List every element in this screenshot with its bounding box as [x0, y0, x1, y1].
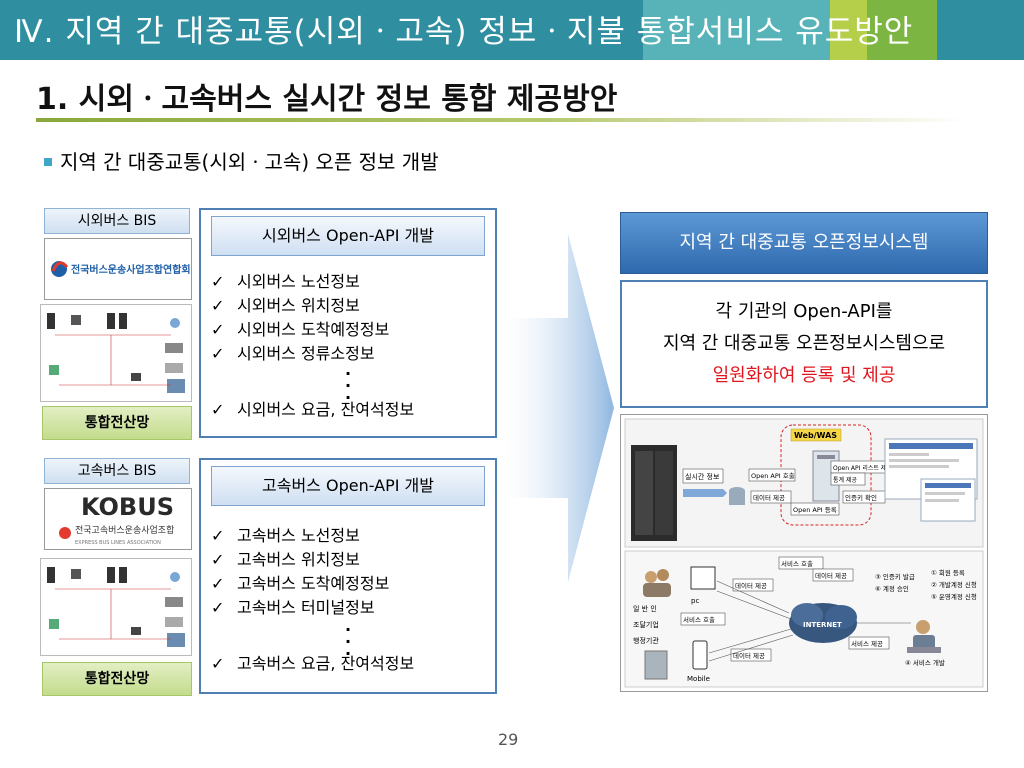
ellipsis-vertical-icon: ···	[345, 364, 352, 407]
diag-pc: pc	[691, 597, 699, 605]
diag-internet: INTERNET	[803, 621, 842, 629]
system-desc-line2: 지역 간 대중교통 오픈정보시스템으로	[662, 333, 946, 354]
express-logo-main: KOBUS	[81, 493, 174, 521]
express-api-title: 고속버스 Open-API 개발	[211, 466, 485, 506]
diag-user1: 일 반 인	[633, 604, 657, 613]
section-title: 1. 시외ㆍ고속버스 실시간 정보 통합 제공방안	[36, 82, 618, 117]
express-network-label: 통합전산망	[42, 662, 192, 696]
bullet-heading: 지역 간 대중교통(시외ㆍ고속) 오픈 정보 개발	[44, 146, 439, 175]
bullet-text: 지역 간 대중교통(시외ㆍ고속) 오픈 정보 개발	[60, 150, 439, 174]
diag-data-provide: 데이터 제공	[753, 493, 785, 502]
express-source-title: 고속버스 BIS	[44, 458, 190, 484]
diag-stats: 통계 제공	[833, 476, 857, 484]
diag-web-was: Web/WAS	[794, 431, 837, 440]
header-band-lime-segment	[830, 0, 867, 60]
intercity-logo-graphic: 전국버스운송사업조합연합회	[51, 261, 191, 277]
express-api-panel: 고속버스 Open-API 개발 ✓고속버스 노선정보 ✓고속버스 위치정보 ✓…	[199, 458, 497, 694]
express-api-list: ✓고속버스 노선정보 ✓고속버스 위치정보 ✓고속버스 도착예정정보 ✓고속버스…	[211, 524, 389, 620]
diag-service-call2: 서비스 호출	[683, 615, 715, 624]
bullet-square-icon	[44, 157, 52, 166]
section-underline	[36, 118, 966, 122]
check-icon: ✓	[211, 654, 225, 673]
system-desc-line1: 각 기관의 Open-API를	[715, 301, 893, 322]
diag-step2: ② 개발계정 신청	[931, 580, 977, 589]
diag-data-provide4: 데이터 제공	[733, 651, 765, 660]
express-logo-graphic: KOBUS 전국고속버스운송사업조합 EXPRESS BUS LINES ASS…	[59, 493, 174, 546]
list-item: ✓시외버스 요금, 잔여석정보	[211, 398, 414, 422]
diag-service-provide: 서비스 제공	[851, 639, 883, 648]
intercity-api-last: ✓시외버스 요금, 잔여석정보	[211, 398, 414, 422]
express-api-last: ✓고속버스 요금, 잔여석정보	[211, 652, 414, 676]
check-icon: ✓	[211, 296, 225, 315]
list-item: ✓시외버스 위치정보	[211, 294, 389, 318]
check-icon: ✓	[211, 598, 225, 617]
diag-user3: 행정기관	[633, 636, 659, 645]
diag-api-register: Open API 등록	[793, 506, 837, 514]
diag-auth-check: 인증키 확인	[845, 493, 877, 502]
list-item: ✓고속버스 터미널정보	[211, 596, 389, 620]
express-logo-text: 전국고속버스운송사업조합	[75, 525, 174, 536]
diag-user2: 조달기업	[633, 620, 659, 629]
intercity-logo-text: 전국버스운송사업조합연합회	[71, 263, 191, 276]
system-title: 지역 간 대중교통 오픈정보시스템	[620, 212, 988, 274]
list-item: ✓고속버스 도착예정정보	[211, 572, 389, 596]
check-icon: ✓	[211, 574, 225, 593]
diag-api-call: Open API 호출	[751, 471, 795, 480]
list-item: ✓고속버스 요금, 잔여석정보	[211, 652, 414, 676]
express-logo: KOBUS 전국고속버스운송사업조합 EXPRESS BUS LINES ASS…	[44, 488, 192, 550]
intercity-source-title: 시외버스 BIS	[44, 208, 190, 234]
check-icon: ✓	[211, 400, 225, 419]
check-icon: ✓	[211, 550, 225, 569]
header-band: Ⅳ. 지역 간 대중교통(시외ㆍ고속) 정보ㆍ지불 통합서비스 유도방안	[0, 0, 1024, 60]
diag-realtime: 실시간 정보	[685, 472, 720, 481]
diag-step5: ⑤ 운영계정 신청	[931, 592, 977, 601]
header-band-green-segment	[867, 0, 937, 60]
check-icon: ✓	[211, 526, 225, 545]
diag-step1: ① 회원 등록	[931, 568, 965, 577]
list-item: ✓고속버스 노선정보	[211, 524, 389, 548]
intercity-logo: 전국버스운송사업조합연합회	[44, 238, 192, 300]
page-number: 29	[498, 730, 519, 749]
system-architecture-diagram: 실시간 정보 Web/WAS Open API 호출 데이터 제공 Open A…	[620, 414, 988, 692]
diag-api-list: Open API 리스트 제공	[833, 464, 892, 472]
diag-data-provide2: 데이터 제공	[815, 571, 847, 580]
big-arrow-icon	[502, 234, 614, 582]
intercity-api-title: 시외버스 Open-API 개발	[211, 216, 485, 256]
intercity-network-diagram-graphic	[47, 313, 185, 393]
diag-mobile: Mobile	[687, 675, 710, 683]
diag-step6: ⑥ 계정 승인	[875, 584, 909, 593]
check-icon: ✓	[211, 344, 225, 363]
diag-step4: ④ 서비스 개발	[905, 658, 945, 667]
header-title: Ⅳ. 지역 간 대중교통(시외ㆍ고속) 정보ㆍ지불 통합서비스 유도방안	[14, 14, 914, 50]
header-band-light-segment	[643, 0, 830, 60]
check-icon: ✓	[211, 272, 225, 291]
ellipsis-vertical-icon: ···	[345, 620, 352, 663]
express-logo-sub: EXPRESS BUS LINES ASSOCIATION	[75, 540, 161, 546]
intercity-api-list: ✓시외버스 노선정보 ✓시외버스 위치정보 ✓시외버스 도착예정정보 ✓시외버스…	[211, 270, 389, 366]
diag-step3: ③ 인증키 발급	[875, 572, 915, 581]
diag-data-provide3: 데이터 제공	[735, 581, 767, 590]
express-network-diagram	[40, 558, 192, 656]
list-item: ✓시외버스 도착예정정보	[211, 318, 389, 342]
intercity-network-label: 통합전산망	[42, 406, 192, 440]
check-icon: ✓	[211, 320, 225, 339]
system-architecture-graphic: 실시간 정보 Web/WAS Open API 호출 데이터 제공 Open A…	[624, 418, 984, 688]
system-description: 각 기관의 Open-API를 지역 간 대중교통 오픈정보시스템으로 일원화하…	[620, 280, 988, 408]
system-desc-line3: 일원화하여 등록 및 제공	[712, 365, 896, 386]
express-network-diagram-graphic	[47, 567, 185, 647]
intercity-network-diagram	[40, 304, 192, 402]
intercity-api-panel: 시외버스 Open-API 개발 ✓시외버스 노선정보 ✓시외버스 위치정보 ✓…	[199, 208, 497, 438]
list-item: ✓고속버스 위치정보	[211, 548, 389, 572]
list-item: ✓시외버스 정류소정보	[211, 342, 389, 366]
list-item: ✓시외버스 노선정보	[211, 270, 389, 294]
diag-service-call: 서비스 호출	[781, 559, 813, 568]
